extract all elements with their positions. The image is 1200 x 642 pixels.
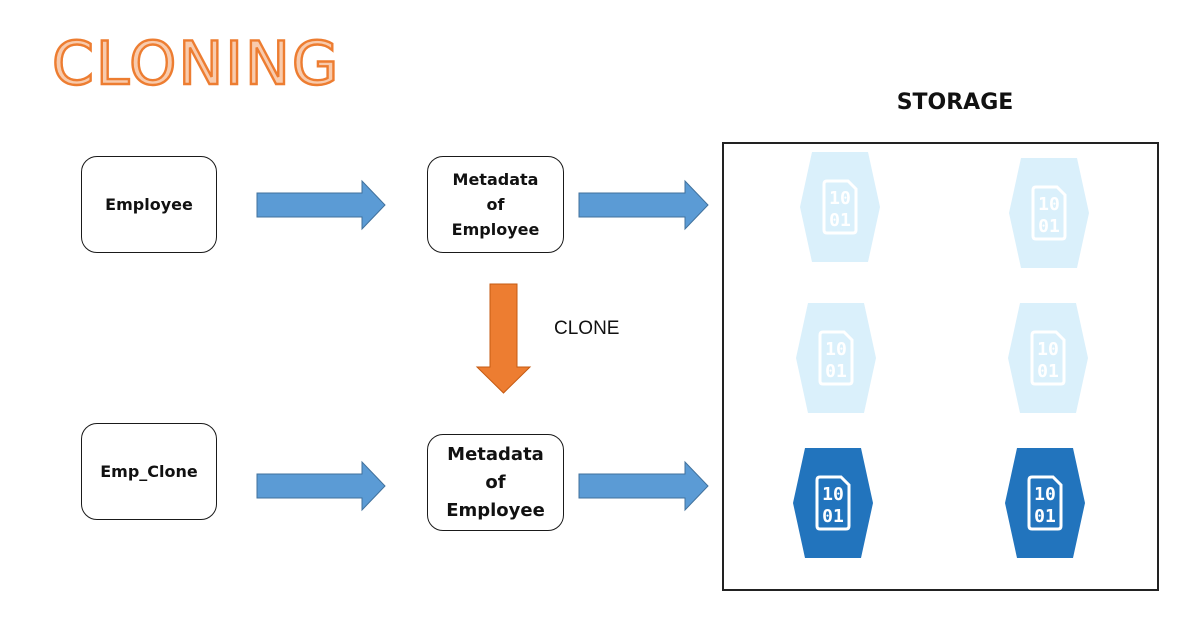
blob-bits-bottom: 01	[829, 210, 851, 231]
binary-file-icon	[815, 475, 851, 531]
source-metadata-line-2: of	[486, 195, 505, 214]
flow-arrow-clone-metadata-to-storage	[578, 460, 709, 512]
clone-table-label: Emp_Clone	[100, 462, 198, 481]
binary-file-icon	[1031, 185, 1067, 241]
source-table-node: Employee	[81, 156, 217, 253]
source-metadata-node: Metadata of Employee	[427, 156, 564, 253]
source-metadata-line-3: Employee	[451, 220, 540, 239]
clone-table-node: Emp_Clone	[81, 423, 217, 520]
clone-metadata-line-3: Employee	[446, 499, 545, 521]
blob-bits-top: 10	[822, 484, 844, 505]
hexagon-shape	[796, 303, 876, 413]
hexagon-shape	[1008, 303, 1088, 413]
blob-bits-top: 10	[1038, 194, 1060, 215]
page-title: CLONING	[51, 28, 340, 96]
clone-arrow	[475, 283, 532, 394]
blob-bits-top: 10	[829, 188, 851, 209]
hexagon-shape	[1009, 158, 1089, 268]
hexagon-shape	[800, 152, 880, 262]
blob-bits-bottom: 01	[1037, 361, 1059, 382]
blob-bits-bottom: 01	[1038, 216, 1060, 237]
page-title-text: CLONING	[52, 29, 340, 96]
flow-arrow-clone-to-metadata	[256, 460, 386, 512]
storage-title: STORAGE	[896, 90, 1014, 115]
blob-bits-bottom: 01	[1034, 506, 1056, 527]
binary-file-icon	[822, 179, 858, 235]
blob-bits-top: 10	[1034, 484, 1056, 505]
clone-label: CLONE	[554, 318, 620, 339]
source-table-label: Employee	[105, 195, 193, 214]
clone-metadata-line-1: Metadata	[447, 443, 544, 465]
flow-arrow-metadata-to-storage	[578, 179, 709, 231]
binary-file-icon	[818, 330, 854, 386]
binary-file-icon	[1027, 475, 1063, 531]
blob-bits-top: 10	[1037, 339, 1059, 360]
hexagon-shape	[1005, 448, 1085, 558]
clone-metadata-line-2: of	[485, 471, 506, 493]
flow-arrow-source-to-metadata	[256, 179, 386, 231]
binary-file-icon	[1030, 330, 1066, 386]
blob-bits-bottom: 01	[825, 361, 847, 382]
source-metadata-line-1: Metadata	[452, 170, 539, 189]
hexagon-shape	[793, 448, 873, 558]
blob-bits-top: 10	[825, 339, 847, 360]
clone-metadata-node: Metadata of Employee	[427, 434, 564, 531]
blob-bits-bottom: 01	[822, 506, 844, 527]
